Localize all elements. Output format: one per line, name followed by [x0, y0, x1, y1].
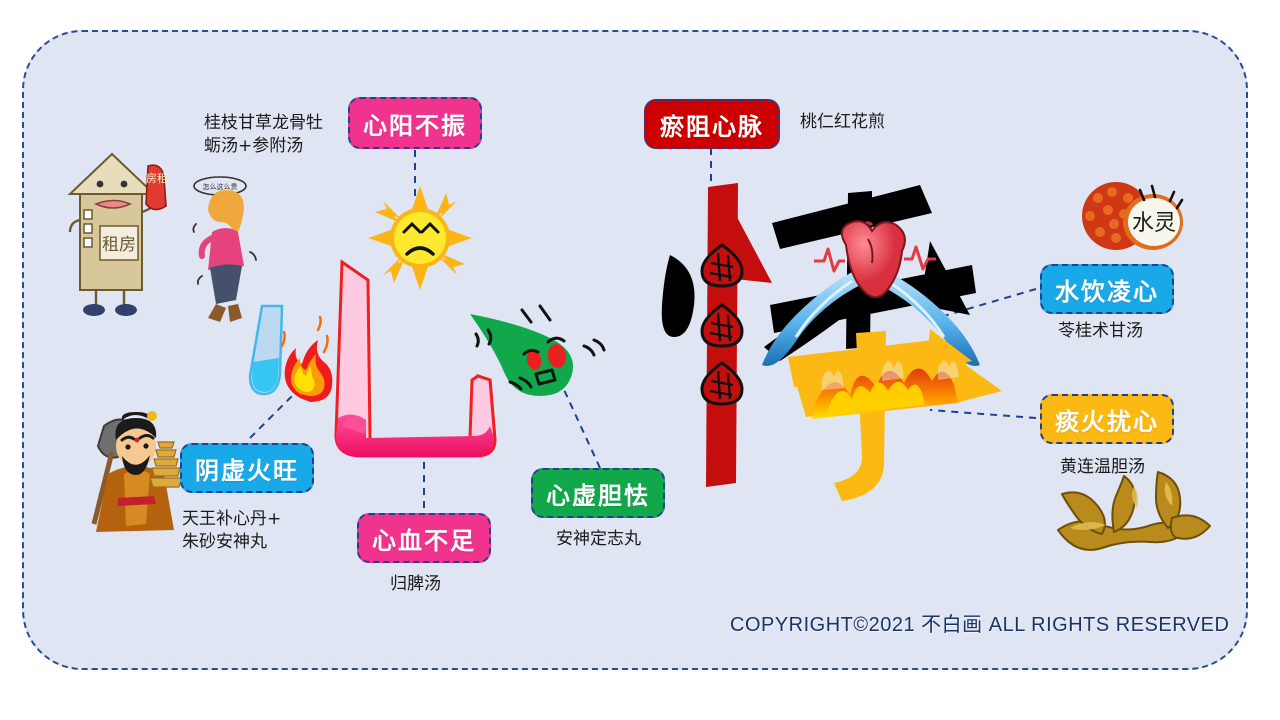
node-badge-yin-xu-huo-wang[interactable]: 阴虚火旺: [180, 443, 314, 493]
caption-tan-huo-rao-xin: 黄连温胆汤: [1060, 457, 1145, 477]
coptis-root-icon: [1057, 471, 1211, 551]
woman-speech-text: 怎么这么贵: [203, 182, 238, 191]
node-badge-yu-zu-xin-mai[interactable]: 瘀阻心脉: [644, 99, 780, 149]
house-sign-text: 房租: [146, 172, 168, 185]
blood-clot-icon: [700, 243, 744, 406]
caption-xin-yang-bu-zhen: 桂枝甘草龙骨牡 蛎汤+参附汤: [204, 113, 323, 156]
poster-frame: [22, 30, 1248, 670]
node-badge-tan-huo-rao-xin[interactable]: 痰火扰心: [1040, 394, 1174, 444]
heavenly-king-icon: [91, 411, 183, 532]
caption-shui-yin-ling-xin: 苓桂术甘汤: [1058, 321, 1143, 341]
lychee-text: 水灵: [1132, 211, 1176, 236]
caption-yin-xu-huo-wang: 天王补心丹+ 朱砂安神丸: [182, 509, 282, 552]
house-body-text: 租房: [102, 235, 136, 255]
ji-character-art: [661, 183, 1002, 501]
sad-sun-icon: [368, 186, 472, 290]
fire-band-icon: [812, 360, 959, 419]
copyright-text: COPYRIGHT©2021 不白画 ALL RIGHTS RESERVED: [730, 614, 1230, 636]
anatomical-heart-icon: [814, 220, 936, 299]
rent-house-illustration: 租房 房租 怎么这么贵: [67, 152, 257, 322]
water-glass-and-flame-icon: [248, 304, 333, 402]
lychee-icon: 水灵: [1082, 182, 1184, 250]
caption-xin-xue-bu-zu: 归脾汤: [390, 574, 441, 594]
node-badge-shui-yin-ling-xin[interactable]: 水饮凌心: [1040, 264, 1174, 314]
gallbladder-scared-icon: [470, 304, 606, 396]
caption-xin-xu-dan-qie: 安神定志丸: [556, 529, 641, 549]
node-badge-xin-xue-bu-zu[interactable]: 心血不足: [357, 513, 491, 563]
flame-icon: [280, 315, 333, 402]
heart-character-art: [334, 259, 497, 458]
node-badge-xin-xu-dan-qie[interactable]: 心虚胆怯: [531, 468, 665, 518]
caption-yu-zu-xin-mai: 桃仁红花煎: [800, 112, 885, 132]
water-stream-icon: [762, 269, 980, 366]
node-badge-xin-yang-bu-zhen[interactable]: 心阳不振: [348, 97, 482, 149]
